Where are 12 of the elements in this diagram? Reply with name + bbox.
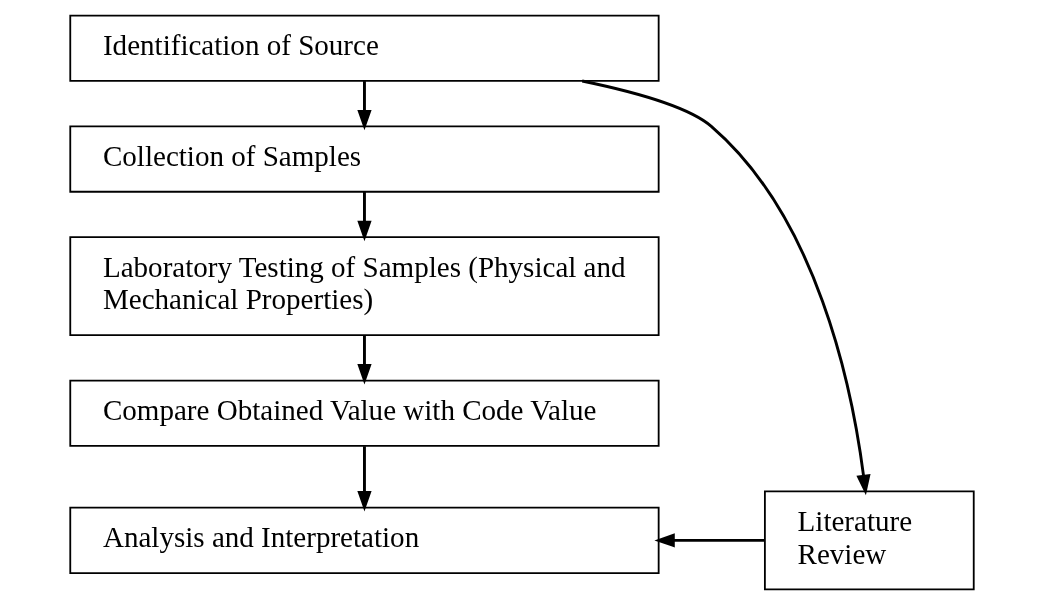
node-box: Identification of Source [68,14,660,82]
node-box: Compare Obtained Value with Code Value [68,379,660,447]
arrow [356,192,372,242]
arrow [356,335,372,385]
arrow [653,533,765,548]
node-box: Literature Review [763,490,975,591]
node-box: Collection of Samples [68,125,660,193]
node-box: Laboratory Testing of Samples (Physical and Mechanical Properties) [68,236,660,337]
arrow [581,79,871,496]
node-box: Analysis and Interpretation [68,506,660,574]
arrow [356,446,372,512]
arrow [356,81,372,131]
